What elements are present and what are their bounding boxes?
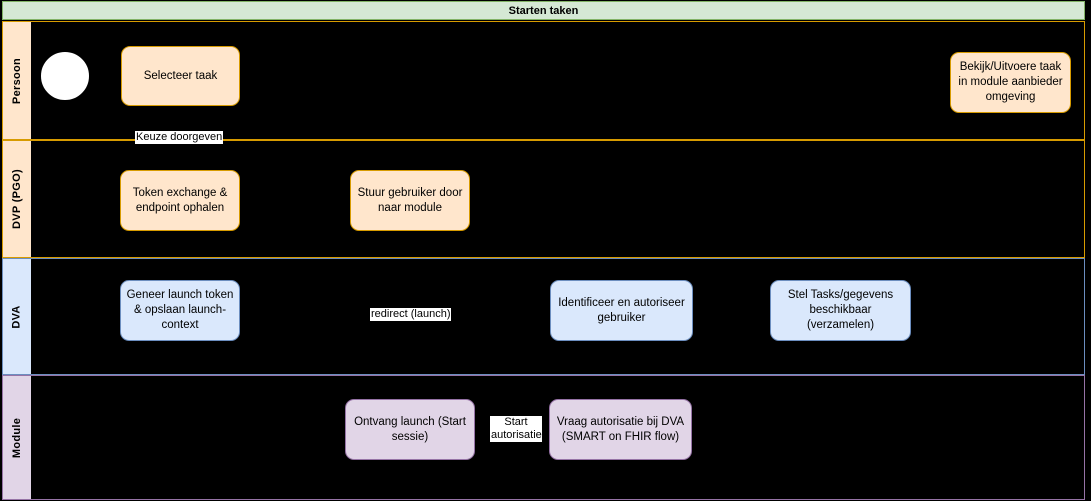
task-identificeer-autoriseer[interactable]: Identificeer en autoriseer gebruiker [550,280,693,341]
lane-label-persoon: Persoon [3,22,31,139]
task-ontvang-launch[interactable]: Ontvang launch (Start sessie) [345,399,475,460]
pool-title: Starten taken [2,1,1085,20]
task-stuur-gebruiker[interactable]: Stuur gebruiker door naar module [350,170,470,231]
lane-label-dva: DVA [3,259,31,374]
lane-label-module-text: Module [11,417,24,458]
task-identificeer-autoriseer-label: Identificeer en autoriseer gebruiker [558,296,685,324]
task-vraag-autorisatie[interactable]: Vraag autorisatie bij DVA (SMART on FHIR… [549,399,692,460]
task-geneer-launch-token-label: Geneer launch token & opslaan launch-con… [126,289,234,331]
lane-label-persoon-text: Persoon [11,57,23,104]
edge-label-keuze-doorgeven: Keuze doorgeven [135,131,224,144]
task-bekijk-uitvoere-taak-label: Bekijk/Uitvoere taak in module aanbieder… [958,61,1063,103]
lane-dvp: DVP (PGO) [2,140,1085,258]
edge-label-start-autorisatie: Start autorisatie [490,416,542,442]
task-ontvang-launch-label: Ontvang launch (Start sessie) [354,415,466,443]
task-stel-tasks-beschikbaar-label: Stel Tasks/gegevens beschikbaar (verzame… [787,289,894,331]
edge-label-redirect-launch: redirect (launch) [370,308,452,321]
task-selecteer-taak[interactable]: Selecteer taak [121,46,240,106]
start-event-circle[interactable] [41,52,89,100]
task-stel-tasks-beschikbaar[interactable]: Stel Tasks/gegevens beschikbaar (verzame… [770,280,911,341]
lane-label-dva-text: DVA [11,304,23,329]
task-token-exchange-label: Token exchange & endpoint ophalen [132,186,228,214]
task-token-exchange[interactable]: Token exchange & endpoint ophalen [120,170,240,231]
task-geneer-launch-token[interactable]: Geneer launch token & opslaan launch-con… [120,280,240,341]
task-stuur-gebruiker-label: Stuur gebruiker door naar module [357,186,463,214]
task-bekijk-uitvoere-taak[interactable]: Bekijk/Uitvoere taak in module aanbieder… [950,52,1071,113]
lane-label-dvp: DVP (PGO) [3,141,31,257]
lane-label-module: Module [3,376,31,499]
lane-label-dvp-text: DVP (PGO) [11,169,24,229]
lane-persoon: Persoon [2,21,1085,140]
lane-module: Module [2,375,1085,500]
task-selecteer-taak-label: Selecteer taak [143,69,218,82]
task-vraag-autorisatie-label: Vraag autorisatie bij DVA (SMART on FHIR… [556,415,685,443]
